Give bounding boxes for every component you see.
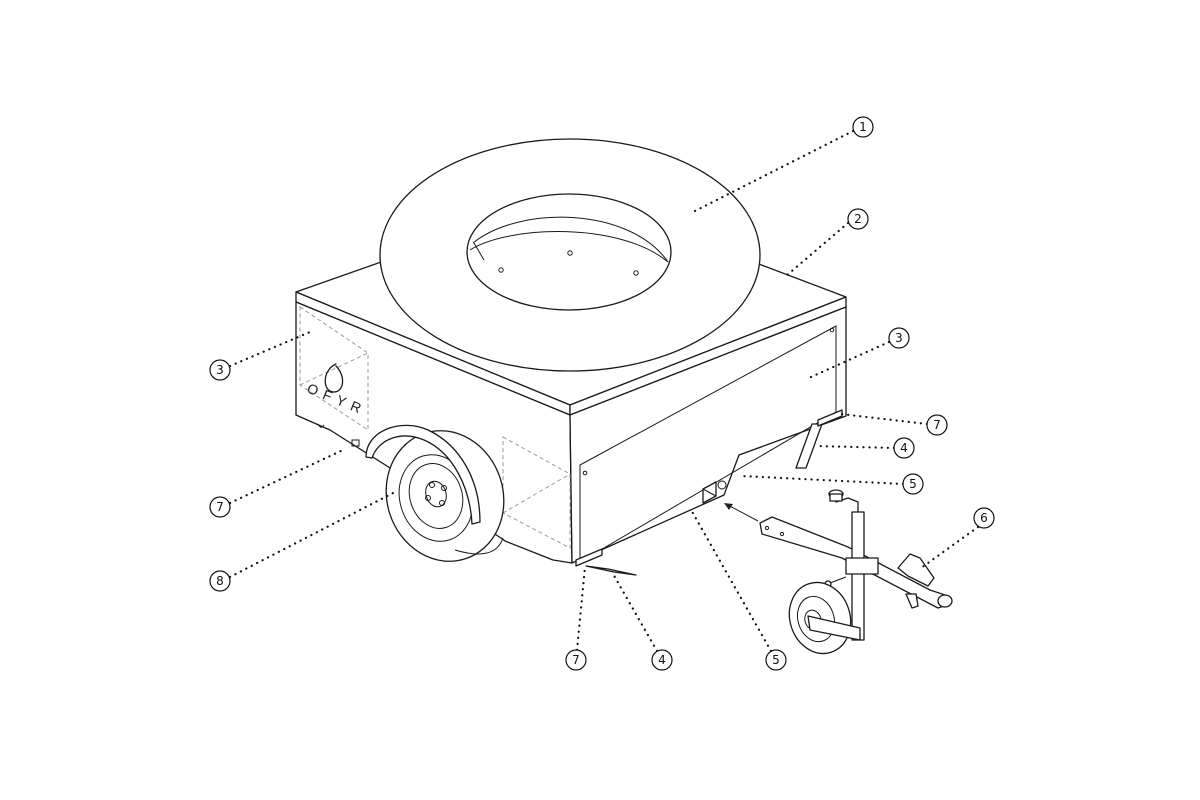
reflector-left-icon xyxy=(351,439,360,447)
svg-text:7: 7 xyxy=(572,653,580,667)
callout-7-left: 7 xyxy=(209,496,231,518)
svg-text:5: 5 xyxy=(772,653,780,667)
svg-text:7: 7 xyxy=(216,500,224,514)
leader-7c xyxy=(575,565,587,652)
leader-2 xyxy=(784,221,850,278)
leader-6 xyxy=(919,525,980,570)
callout-1: 1 xyxy=(852,116,874,138)
leader-4b xyxy=(610,570,659,653)
callout-4-right: 4 xyxy=(893,437,915,459)
callout-4-bottom: 4 xyxy=(651,649,673,671)
callout-7-bottom: 7 xyxy=(565,649,587,671)
leader-5a xyxy=(739,474,905,486)
callout-5-bottom: 5 xyxy=(765,649,787,671)
callout-8: 8 xyxy=(209,570,231,592)
svg-text:8: 8 xyxy=(216,574,224,588)
leader-lines xyxy=(228,129,980,653)
callout-5-right: 5 xyxy=(902,473,924,495)
callout-7-right: 7 xyxy=(926,414,948,436)
svg-text:3: 3 xyxy=(895,331,903,345)
svg-text:2: 2 xyxy=(854,212,862,226)
callout-6: 6 xyxy=(973,507,995,529)
leader-8 xyxy=(228,490,397,579)
leader-1 xyxy=(691,129,855,214)
svg-text:4: 4 xyxy=(658,653,666,667)
leader-7a xyxy=(839,412,929,426)
leader-5b xyxy=(688,506,773,653)
callout-2: 2 xyxy=(847,208,869,230)
svg-text:1: 1 xyxy=(859,120,867,134)
wheel-assembly xyxy=(365,424,505,562)
callouts: 1 2 3 3 7 4 5 6 7 8 7 4 5 xyxy=(209,116,995,671)
svg-text:7: 7 xyxy=(933,418,941,432)
svg-text:6: 6 xyxy=(980,511,988,525)
leader-7b xyxy=(228,447,347,505)
leader-4a xyxy=(813,444,896,450)
fire-pit-bowl xyxy=(379,138,761,372)
svg-text:3: 3 xyxy=(216,363,224,377)
tow-bar-assembly xyxy=(724,489,953,655)
callout-3-right: 3 xyxy=(888,327,910,349)
svg-text:4: 4 xyxy=(900,441,908,455)
leader-3b xyxy=(809,340,891,379)
reflectors xyxy=(575,409,843,567)
leader-3a xyxy=(228,330,312,368)
drawbar-socket xyxy=(702,480,727,504)
callout-3-left: 3 xyxy=(209,359,231,381)
svg-text:5: 5 xyxy=(909,477,917,491)
